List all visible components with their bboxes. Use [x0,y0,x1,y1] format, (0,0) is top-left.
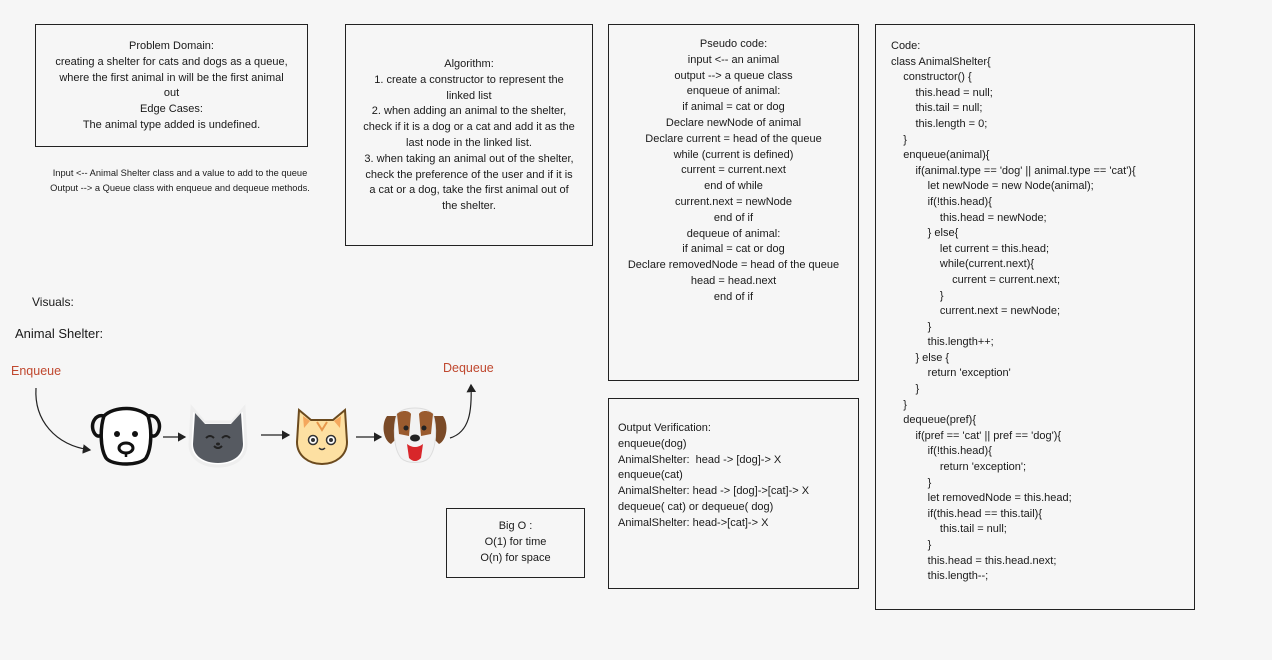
io-note: Input <-- Animal Shelter class and a val… [25,166,335,196]
pseudo-line: input <-- an animal [687,53,780,66]
code-line: this.tail = null; [891,102,983,115]
big-o-line: O(n) for space [480,551,551,564]
code-line: let current = this.head; [891,242,1050,255]
algorithm-line: Algorithm: [444,58,494,70]
code-line: this.length++; [891,336,994,349]
output-line: enqueue(cat) [618,469,683,482]
code-line: } else{ [891,227,959,240]
algorithm-line: the shelter. [442,200,496,213]
pseudo-line: enqueue of animal: [686,85,781,98]
code-line: this.length = 0; [891,117,988,130]
pseudo-line: if animal = cat or dog [682,101,785,114]
problem-line: where the first animal in will be the fi… [59,71,284,84]
code-line: constructor() { [891,71,972,84]
code-line: let removedNode = this.head; [891,492,1072,505]
output-line: Output Verification: [618,422,711,434]
code-line: return 'exception' [891,367,1011,380]
code-line: enqueue(animal){ [891,149,990,162]
dequeue-label: Dequeue [443,361,494,375]
output-line: dequeue( cat) or dequeue( dog) [618,500,774,513]
code-line: } [891,289,944,302]
code-line: current.next = newNode; [891,305,1061,318]
code-box: Code: class AnimalShelter{ constructor()… [875,24,1195,610]
code-line: this.head = null; [891,86,993,99]
pseudo-line: current = current.next [681,164,786,177]
big-o-line: O(1) for time [484,535,547,548]
code-line: } else { [891,351,950,364]
code-line: current = current.next; [891,273,1061,286]
pseudo-line: Declare removedNode = head of the queue [627,259,840,272]
io-output-text: Output --> a Queue class with enqueue an… [50,183,310,193]
code-line: this.head = newNode; [891,211,1047,224]
code-line: if(!this.head){ [891,195,992,208]
algorithm-line: 2. when adding an animal to the shelter, [371,105,567,118]
code-line: return 'exception'; [891,461,1027,474]
pseudo-line: Declare current = head of the queue [645,132,822,145]
pseudo-line: current.next = newNode [674,195,793,208]
pseudo-line: head = head.next [690,274,777,287]
output-line: AnimalShelter: head->[cat]-> X [618,516,769,529]
saint-bernard-dog-icon [383,407,447,463]
algorithm-line: check if it is a dog or a cat and add it… [363,121,575,134]
pseudo-line: dequeue of animal: [686,227,781,240]
algorithm-line: linked list [446,89,492,102]
pseudo-line: output --> a queue class [674,69,793,82]
algorithm-line: 3. when taking an animal out of the shel… [364,152,574,165]
code-line: while(current.next){ [891,258,1035,271]
gray-cat-icon [188,404,248,468]
algorithm-line: 1. create a constructor to represent the [374,73,564,86]
code-line: let newNode = new Node(animal); [891,180,1094,193]
big-o-box: Big O : O(1) for time O(n) for space [446,508,585,578]
code-line: if(pref == 'cat' || pref == 'dog'){ [891,429,1062,442]
pseudo-code-box: Pseudo code: input <-- an animal output … [608,24,859,381]
big-o-line: Big O : [498,520,533,532]
code-line: this.tail = null; [891,523,1007,536]
pseudo-line: end of if [713,290,754,303]
algorithm-line: last node in the linked list. [406,136,532,149]
visuals-label: Visuals: [32,295,74,309]
pseudo-line: end of if [713,211,754,224]
enqueue-label: Enqueue [11,364,62,378]
problem-domain-box: Problem Domain: creating a shelter for c… [35,24,308,147]
algorithm-box: Algorithm: 1. create a constructor to re… [345,24,593,246]
pseudo-line: end of while [704,180,763,193]
code-line: } [891,133,907,146]
dog-outline-icon [90,406,162,466]
code-line: this.head = this.head.next; [891,554,1057,567]
code-line: if(!this.head){ [891,445,992,458]
code-line: } [891,476,932,489]
code-line: } [891,398,907,411]
pseudo-line: Pseudo code: [699,38,768,50]
code-line: } [891,539,932,551]
pseudo-line: if animal = cat or dog [682,243,785,256]
algorithm-line: a cat or a dog, take the first animal ou… [369,184,569,197]
code-line: if(animal.type == 'dog' || animal.type =… [891,164,1136,177]
code-line: this.length--; [891,570,989,583]
orange-cat-icon [295,407,349,466]
code-line: if(this.head == this.tail){ [891,507,1043,520]
algorithm-line: check the preference of the user and if … [365,168,573,181]
code-line: Code: [891,40,921,52]
code-line: class AnimalShelter{ [891,55,991,68]
pseudo-line: while (current is defined) [673,148,794,161]
problem-line: out [163,87,180,100]
output-line: enqueue(dog) [618,437,687,450]
problem-line: The animal type added is undefined. [82,118,261,131]
problem-line: Problem Domain: [129,40,214,52]
animal-shelter-label: Animal Shelter: [15,326,104,341]
code-line: } [891,320,932,333]
io-input-text: Input <-- Animal Shelter class and a val… [52,168,308,178]
dequeue-arrow [449,383,477,439]
output-line: AnimalShelter: head -> [dog]-> X [618,453,782,466]
pseudo-line: Declare newNode of animal [665,116,802,129]
code-line: } [891,383,920,396]
output-line: AnimalShelter: head -> [dog]->[cat]-> X [618,485,810,498]
problem-line: creating a shelter for cats and dogs as … [55,55,288,68]
output-verification-box: Output Verification: enqueue(dog) Animal… [608,398,859,589]
enqueue-arrow [35,387,92,454]
problem-line: Edge Cases: [140,103,203,116]
code-line: dequeue(pref){ [891,414,977,427]
